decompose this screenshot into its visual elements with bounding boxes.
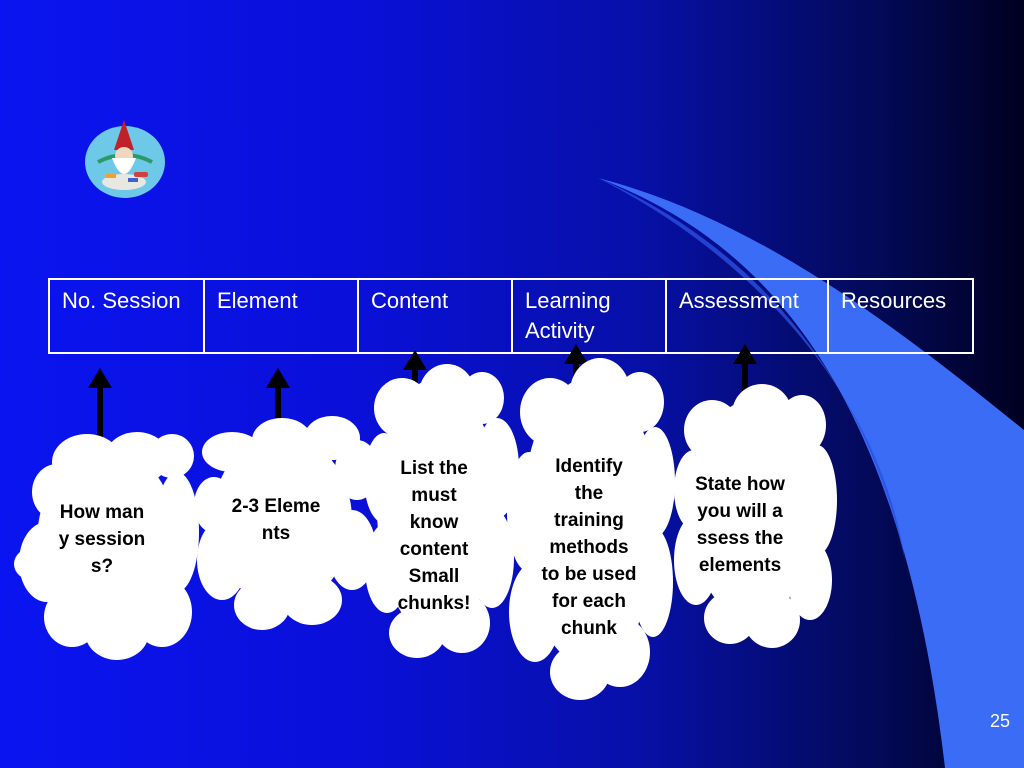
cloud-text: 2-3 Elements (231, 496, 321, 544)
callout-cloud: Identify the training methods to be used… (505, 352, 675, 702)
callout-cloud: 2-3 Elements (192, 410, 382, 630)
callout-cloud: State how you will assess the elements (672, 380, 837, 650)
cloud-text: State how you will assess the elements (695, 474, 785, 576)
header-cell: Resources (827, 278, 974, 354)
callout-cloud: List the must know content Small chunks! (362, 358, 522, 662)
header-row: No. Session Element Content Learning Act… (48, 278, 974, 354)
cloud-text: List the must know content Small chunks! (397, 458, 471, 614)
header-cell: Learning Activity (511, 278, 667, 354)
page-number: 25 (989, 711, 1010, 731)
gnome-wizard-icon (85, 120, 165, 198)
cloud-text: Identify the training methods to be used… (541, 455, 637, 639)
header-cell: Content (357, 278, 513, 354)
header-table: No. Session Element Content Learning Act… (48, 278, 974, 354)
up-arrow-icon (266, 368, 290, 442)
header-cell: Element (203, 278, 359, 354)
up-arrow-icon (88, 368, 112, 442)
callout-cloud: How many sessions? (12, 422, 202, 662)
header-cell: No. Session (48, 278, 205, 354)
header-cell: Assessment (665, 278, 829, 354)
cloud-text: How many sessions? (58, 501, 146, 577)
